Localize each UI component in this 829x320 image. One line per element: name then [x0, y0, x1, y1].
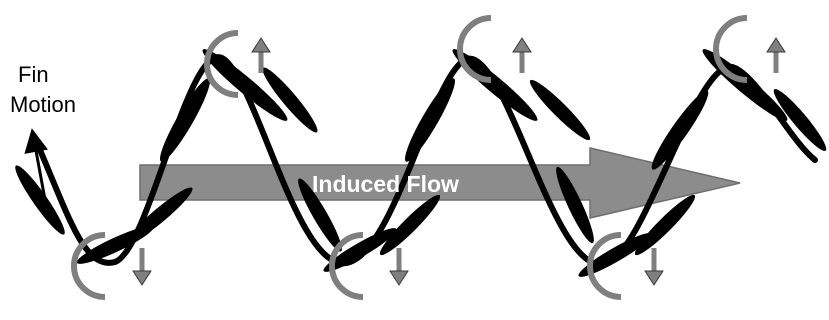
fin-motion-arrow: [24, 128, 48, 206]
induced-flow-label: Induced Flow: [312, 171, 459, 197]
fin-motion-label-line2: Motion: [10, 92, 76, 117]
vortex-top-3: [713, 15, 786, 83]
vortex-bottom-3: [587, 232, 664, 300]
vortex-top-2: [457, 15, 532, 83]
fin-motion-label-line1: Fin: [18, 62, 49, 87]
vortex-top-1: [204, 30, 271, 98]
vortex-bottom-1: [71, 232, 152, 300]
fin-silhouettes: [15, 49, 827, 277]
fin-path-sinusoid: [37, 54, 818, 268]
induced-flow-arrow: [139, 147, 741, 219]
vortex-bottom-2: [329, 232, 409, 300]
